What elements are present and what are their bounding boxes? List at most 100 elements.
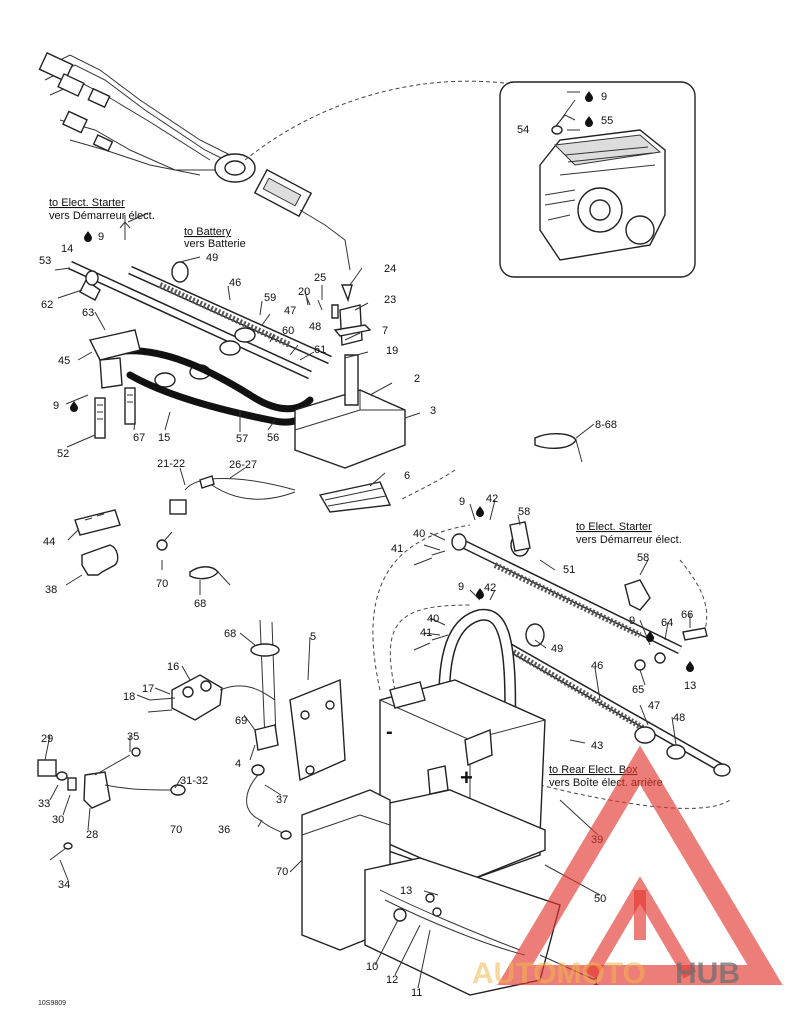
note-elect-starter-right-en: to Elect. Starter [576,521,652,533]
callout: 36 [218,824,230,836]
callout: 59 [264,292,276,304]
callout: 2 [414,373,420,385]
callouts: 9 55 54 9 14 53 62 49 24 25 20 23 46 59 … [38,91,696,999]
callout: 53 [39,255,51,267]
callout: 68 [194,598,206,610]
callout: 38 [45,584,57,596]
callout: 56 [267,432,279,444]
callout: 58 [518,506,530,518]
callout: 28 [86,829,98,841]
callout: 43 [591,740,603,752]
callout: 7 [382,325,388,337]
callout: 13 [684,680,696,692]
callout: 51 [563,564,575,576]
callout: 5 [310,631,316,643]
fuse-holder-assembly [37,747,186,861]
callout: 16 [167,661,179,673]
callout: 47 [648,700,660,712]
note-battery-fr: vers Batterie [184,238,246,250]
right-cable-assembly [372,469,731,809]
callout: 45 [58,355,70,367]
callout: 61 [314,344,326,356]
callout: 9 [459,496,465,508]
callout: 50 [594,893,606,905]
watermark-logo: AUTOMOTO HUB [472,745,783,990]
callout: 44 [43,536,55,548]
callout: 54 [517,124,529,136]
battery-box-assembly [301,679,561,996]
callout: 65 [632,684,644,696]
callout: 70 [170,824,182,836]
callout: 9 [98,231,104,243]
note-rear-box-en: to Rear Elect. Box [549,764,638,776]
note-battery-en: to Battery [184,226,232,238]
callout: 42 [484,582,496,594]
callout: 14 [61,243,73,255]
leader-lines [44,91,691,989]
callout: 55 [601,115,613,127]
callout: 18 [123,691,135,703]
callout: 35 [127,731,139,743]
callout: 70 [156,578,168,590]
callout: 17 [142,683,154,695]
drop-icon [84,231,92,242]
callout: 19 [386,345,398,357]
callout: 60 [282,325,294,337]
callout: 41 [420,627,432,639]
callout: 52 [57,448,69,460]
drop-icon [476,506,484,517]
callout: 37 [276,794,288,806]
callout: 9 [458,581,464,593]
callout: 69 [235,715,247,727]
callout: 58 [637,552,649,564]
callout: 67 [133,432,145,444]
callout: 9 [629,615,635,627]
callout: 6 [404,470,410,482]
callout: 4 [235,758,241,770]
callout: 23 [384,294,396,306]
callout: 25 [314,272,326,284]
callout: 9 [601,91,607,103]
note-elect-starter-top-en: to Elect. Starter [49,197,125,209]
callout: 40 [427,613,439,625]
callout: 13 [400,885,412,897]
watermark-hub-text: HUB [675,957,740,990]
callout: 33 [38,798,50,810]
callout: 46 [229,277,241,289]
drawing-code: 10S9809 [38,1000,66,1007]
note-elect-starter-right-fr: vers Démarreur élect. [576,534,682,546]
callout: 49 [206,252,218,264]
callout: 3 [430,405,436,417]
callout: 34 [58,879,70,891]
callout: 49 [551,643,563,655]
battery-plus-symbol: + [460,765,473,790]
drop-icon [686,661,694,672]
callout: 24 [384,263,396,275]
callout: 40 [413,528,425,540]
callout: 9 [53,400,59,412]
callout: 70 [276,866,288,878]
callout: 20 [298,286,310,298]
callout: 21-22 [157,458,185,470]
notes: to Elect. Starter vers Démarreur élect. … [49,197,682,789]
callout: 8-68 [595,419,617,431]
watermark-auto-text: AUTOMOTO [472,957,646,990]
small-parts-left [74,509,231,586]
callout: 15 [158,432,170,444]
solenoid-bracket-assembly [147,619,346,840]
callout: 42 [486,493,498,505]
note-elect-starter-top-fr: vers Démarreur élect. [49,210,155,222]
callout: 47 [284,305,296,317]
callout: 41 [391,543,403,555]
callout: 68 [224,628,236,640]
callout: 66 [681,609,693,621]
drop-icon [70,401,78,412]
callout: 48 [673,712,685,724]
callout: 48 [309,321,321,333]
upper-cable-assembly [68,260,583,515]
callout: 46 [591,660,603,672]
callout: 29 [41,733,53,745]
callout: 31-32 [180,775,208,787]
callout: 57 [236,433,248,445]
